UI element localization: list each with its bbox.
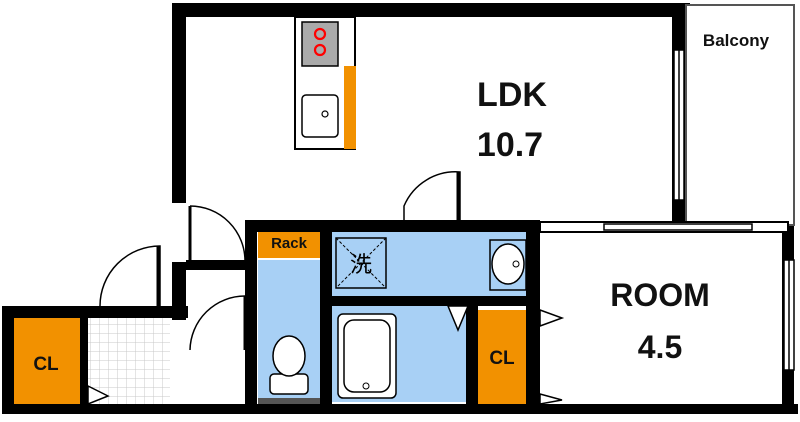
toilet-icon xyxy=(269,335,309,395)
window-icon xyxy=(603,49,795,371)
room-size: 4.5 xyxy=(638,329,682,365)
room-label: ROOM xyxy=(610,277,710,313)
balcony-label: Balcony xyxy=(703,31,770,50)
sink-icon xyxy=(301,94,339,138)
door-swing-icon xyxy=(87,171,565,406)
closet-right-fill xyxy=(478,310,526,406)
ldk-label: LDK xyxy=(477,76,547,114)
bathtub-icon xyxy=(337,313,397,399)
toilet-floor-strip xyxy=(258,398,320,404)
stove-icon xyxy=(301,21,339,67)
closet-right-label: CL xyxy=(489,348,515,369)
rack-label: Rack xyxy=(271,235,308,252)
washbasin-icon xyxy=(489,239,527,291)
closet-left-label: CL xyxy=(33,354,59,375)
rack-fill xyxy=(258,228,320,258)
washer-icon xyxy=(335,237,387,289)
balcony xyxy=(685,4,795,226)
washer-symbol: 洗 xyxy=(350,253,372,278)
ldk-size: 10.7 xyxy=(477,126,543,164)
closet-left-fill xyxy=(12,318,80,406)
